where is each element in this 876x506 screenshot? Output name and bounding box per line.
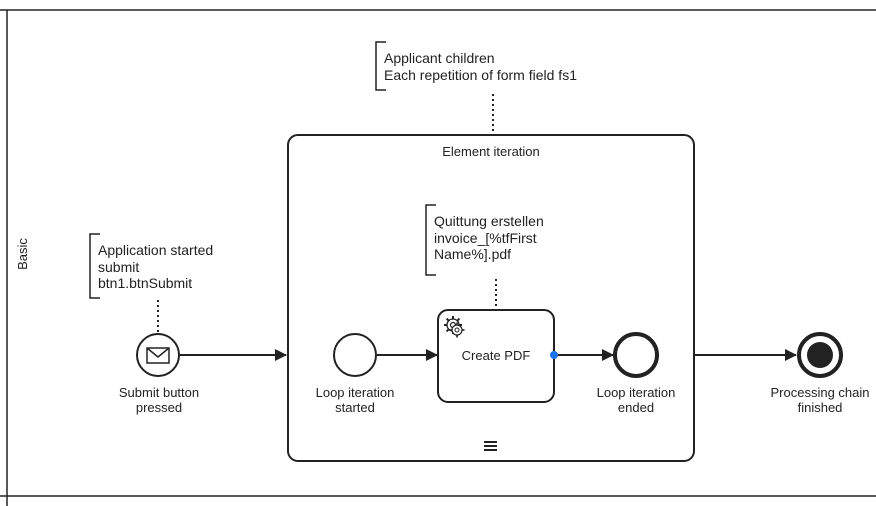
- multi-instance-icon: [484, 441, 497, 451]
- task-label: Create PDF: [462, 348, 531, 363]
- subprocess-element-iteration[interactable]: Element iteration: [287, 134, 695, 462]
- loop-start-label: Loop iteration: [316, 385, 395, 400]
- annotation-line: Each repetition of form field fs1: [384, 67, 577, 83]
- annotation-line: Quittung erstellen: [434, 213, 544, 229]
- loop-end-label: ended: [618, 400, 654, 415]
- annotation-iteration[interactable]: Applicant children Each repetition of fo…: [375, 41, 577, 134]
- annotation-line: btn1.btnSubmit: [98, 275, 192, 291]
- subprocess-title: Element iteration: [442, 144, 540, 159]
- start-event-label: pressed: [136, 400, 182, 415]
- loop-end-label: Loop iteration: [597, 385, 676, 400]
- subprocess-box: [287, 134, 695, 462]
- end-event-label: Processing chain: [771, 385, 870, 400]
- annotation-task[interactable]: Quittung erstellen invoice_[%tfFirst Nam…: [425, 204, 544, 309]
- task-create-pdf[interactable]: Create PDF: [437, 309, 558, 403]
- end-event-label: finished: [798, 400, 843, 415]
- annotation-bracket: [375, 41, 386, 91]
- annotation-line: Application started: [98, 242, 213, 258]
- annotation-bracket: [89, 233, 100, 299]
- start-event-submit[interactable]: Submit button pressed: [119, 333, 199, 415]
- loop-end-event[interactable]: Loop iteration ended: [597, 332, 676, 415]
- annotation-line: Name%].pdf: [434, 246, 511, 262]
- lane-label: Basic: [15, 238, 30, 270]
- annotation-start[interactable]: Application started submit btn1.btnSubmi…: [89, 233, 213, 333]
- start-event-label: Submit button: [119, 385, 199, 400]
- end-event-finished[interactable]: Processing chain finished: [771, 332, 870, 415]
- annotation-line: submit: [98, 259, 139, 275]
- envelope-icon: [146, 347, 170, 364]
- pool: Basic: [0, 9, 876, 506]
- annotation-bracket: [425, 204, 436, 276]
- loop-start-label: started: [335, 400, 375, 415]
- annotation-line: invoice_[%tfFirst: [434, 230, 537, 246]
- loop-start-circle: [333, 333, 377, 377]
- loop-start-event[interactable]: Loop iteration started: [316, 333, 395, 415]
- loop-end-circle: [613, 332, 659, 378]
- gear-icon: [444, 316, 465, 338]
- connection-point[interactable]: [550, 351, 558, 359]
- terminate-icon: [807, 342, 833, 368]
- annotation-line: Applicant children: [384, 50, 495, 66]
